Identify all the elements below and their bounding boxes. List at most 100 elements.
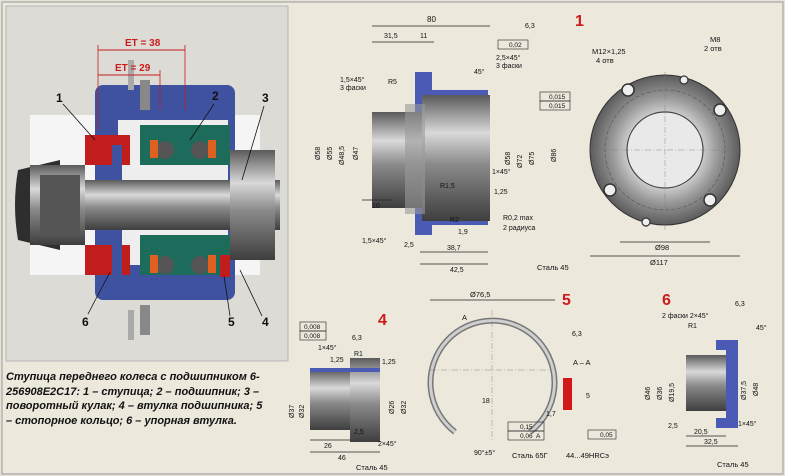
ring-labels: Ø76,5 A A – A 6,3 18 90°±5° 5 1,7 0,15 0… bbox=[430, 290, 617, 460]
thrust-r1: R1 bbox=[688, 323, 697, 330]
dim-d86: Ø86 bbox=[551, 149, 558, 162]
ring-section-aa: A – A bbox=[573, 358, 591, 367]
thrust-d19-5: Ø19,5 bbox=[669, 383, 676, 402]
chamfer-1-5-note: 3 фаски bbox=[340, 85, 366, 92]
dim-1-9: 1,9 bbox=[458, 229, 468, 236]
bushing-dim-1-25-a: 1,25 bbox=[330, 357, 344, 364]
assembly-callouts: 1 2 3 4 5 6 bbox=[56, 89, 269, 329]
bushing-d26: Ø26 bbox=[389, 401, 396, 414]
radius-r5: R5 bbox=[388, 79, 397, 86]
thrust-dim-2-5: 2,5 bbox=[668, 423, 678, 430]
figure-4-number: 4 bbox=[378, 312, 387, 329]
radius-r0-2: R0,2 max bbox=[503, 215, 533, 222]
dim-d75: Ø75 bbox=[529, 152, 536, 165]
chamfer-1-5x45-bottom: 1,5×45° bbox=[362, 237, 387, 245]
bushing-tol-2: 0,008 bbox=[304, 333, 321, 340]
bushing-dim-46: 46 bbox=[338, 455, 346, 462]
dim-d98: Ø98 bbox=[655, 243, 669, 252]
bushing-d37: Ø37 bbox=[289, 405, 296, 418]
bushing-r1: R1 bbox=[354, 351, 363, 358]
dim-38-7: 38,7 bbox=[447, 245, 461, 252]
hub-face-view bbox=[589, 72, 741, 230]
ring-view bbox=[427, 310, 572, 440]
bushing-chamfer-2x45: 2×45° bbox=[378, 440, 397, 448]
chamfer-2-5-note: 3 фаски bbox=[496, 63, 522, 70]
et38-label: ET = 38 bbox=[125, 38, 161, 49]
bushing-d32: Ø32 bbox=[299, 405, 306, 418]
bushing-chamfer-1x45: 1×45° bbox=[318, 344, 337, 352]
chamfer-2-5: 2,5×45° bbox=[496, 54, 521, 62]
dim-11: 11 bbox=[420, 33, 427, 40]
angle-45: 45° bbox=[474, 68, 485, 76]
radius-r1-5: R1,5 bbox=[440, 183, 455, 190]
dim-31-5: 31,5 bbox=[384, 33, 398, 40]
bushing-dim-26: 26 bbox=[324, 443, 332, 450]
dim-42-5: 42,5 bbox=[450, 267, 464, 274]
callout-5: 5 bbox=[228, 315, 235, 329]
thread-m8: M8 bbox=[710, 35, 720, 44]
figure-1-number: 1 bbox=[575, 13, 584, 30]
roughness-6-3: 6,3 bbox=[525, 23, 535, 30]
figure-caption: Ступица переднего колеса с подшипником 6… bbox=[6, 371, 263, 427]
thrust-dim-32-5: 32,5 bbox=[704, 439, 718, 446]
ring-tol-0-15: 0,15 bbox=[520, 424, 533, 431]
figure-5-number: 5 bbox=[562, 292, 571, 309]
thrust-sleeve-labels: 2 фаски 2×45° R1 6,3 45° Ø46 Ø36 Ø19,5 Ø… bbox=[645, 301, 767, 469]
ring-roughness: 6,3 bbox=[572, 331, 582, 338]
dim-d58-right: Ø58 bbox=[505, 152, 512, 165]
et-dimensions: ET = 38 ET = 29 bbox=[97, 38, 186, 130]
callout-4: 4 bbox=[262, 315, 269, 329]
dim-d55: Ø55 bbox=[327, 147, 334, 160]
ring-d76-5: Ø76,5 bbox=[470, 290, 490, 299]
thrust-dim-20-5: 20,5 bbox=[694, 429, 708, 436]
thrust-chamfer: 2 фаски 2×45° bbox=[662, 312, 709, 320]
hub-face-labels: M12×1,25 4 отв M8 2 отв Ø98 Ø117 bbox=[590, 35, 740, 267]
dim-d48-5: Ø48,5 bbox=[339, 146, 346, 165]
thread-m12: M12×1,25 bbox=[592, 47, 626, 56]
ring-tol-0-06: 0,06 bbox=[520, 433, 533, 440]
ring-dim-1-7: 1,7 bbox=[546, 411, 556, 418]
callout-6: 6 bbox=[82, 315, 89, 329]
thrust-sleeve-view bbox=[686, 340, 738, 428]
dim-80: 80 bbox=[427, 15, 436, 24]
bushing-roughness: 6,3 bbox=[352, 335, 362, 342]
ring-dim-5: 5 bbox=[586, 393, 590, 400]
tol-0-015-b: 0,015 bbox=[549, 103, 566, 110]
thrust-d46: Ø46 bbox=[645, 387, 652, 400]
ring-angle-90: 90°±5° bbox=[474, 449, 495, 457]
bushing-view bbox=[310, 358, 380, 442]
bushing-d32b: Ø32 bbox=[401, 401, 408, 414]
thrust-material: Сталь 45 bbox=[717, 460, 749, 469]
callout-2: 2 bbox=[212, 89, 219, 103]
thrust-roughness: 6,3 bbox=[735, 301, 745, 308]
bushing-dim-2-5: 2,5 bbox=[354, 429, 364, 436]
bushing-material: Сталь 45 bbox=[356, 463, 388, 472]
dim-1-25: 1,25 bbox=[494, 189, 508, 196]
radius-r2: R2 bbox=[450, 217, 459, 224]
dim-d72: Ø72 bbox=[517, 155, 524, 168]
et29-label: ET = 29 bbox=[115, 63, 151, 74]
thread-m8-note: 2 отв bbox=[704, 44, 722, 53]
thrust-chamfer-1x45: 1×45° bbox=[738, 420, 757, 428]
bushing-tol-1: 0,008 bbox=[304, 324, 321, 331]
tol-0-02: 0,02 bbox=[509, 42, 522, 49]
thrust-d48: Ø48 bbox=[753, 383, 760, 396]
dim-d117: Ø117 bbox=[650, 258, 668, 267]
thrust-d36: Ø36 bbox=[657, 387, 664, 400]
thrust-angle-45: 45° bbox=[756, 324, 767, 332]
dim-d58-left: Ø58 bbox=[315, 147, 322, 160]
callout-1: 1 bbox=[56, 91, 63, 105]
hub-material: Сталь 45 bbox=[537, 263, 569, 272]
chamfer-1-5: 1,5×45° bbox=[340, 76, 365, 84]
callout-3: 3 bbox=[262, 91, 269, 105]
ring-dim-18: 18 bbox=[482, 398, 490, 405]
dim-10: 10 bbox=[372, 203, 380, 210]
ring-section-a-top: A bbox=[462, 313, 467, 322]
bushing-dimensions: 0,008 0,008 1×45° 6,3 R1 1,25 1,25 Ø37 Ø… bbox=[289, 321, 408, 472]
ring-material: Сталь 65Г bbox=[512, 451, 548, 460]
ring-datum-a: A bbox=[536, 433, 541, 440]
hub-assembly bbox=[15, 60, 280, 340]
hub-section-view bbox=[372, 72, 490, 235]
